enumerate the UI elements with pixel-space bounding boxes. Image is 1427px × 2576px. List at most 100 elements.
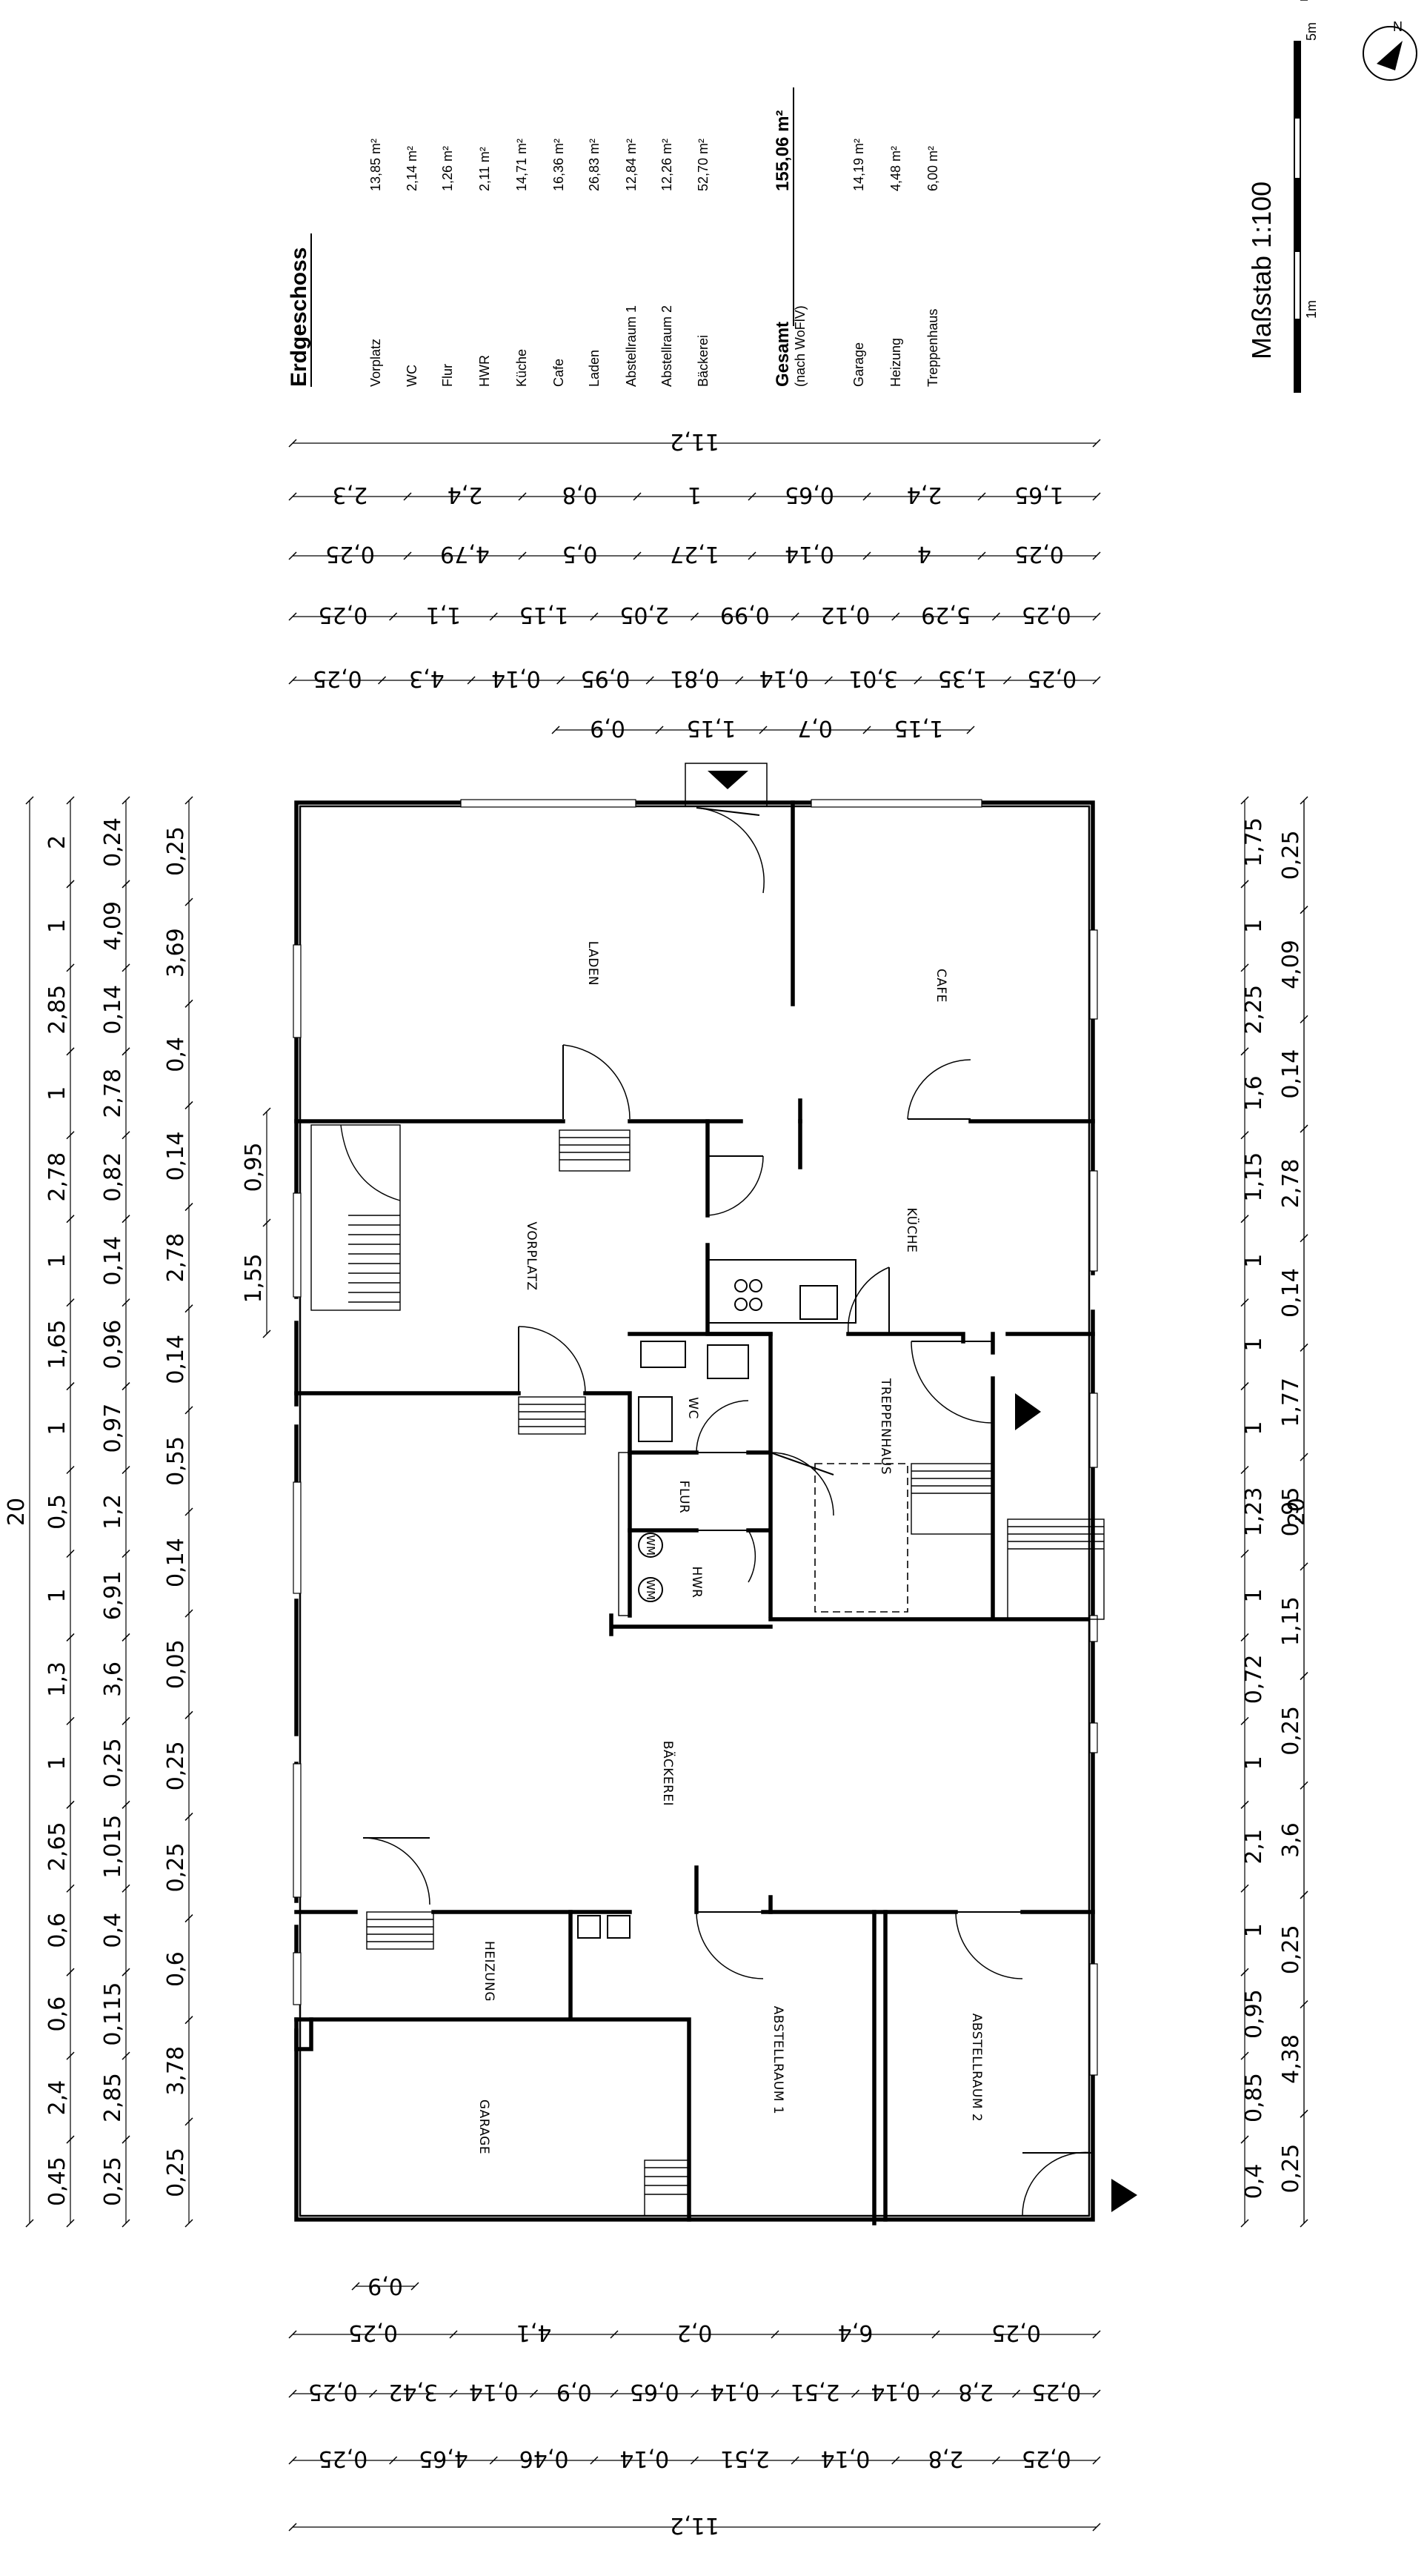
dimension-label: 0,82 (100, 1152, 126, 1202)
stairs (310, 1124, 1105, 2217)
windows (293, 799, 1098, 2076)
dimension-label: 0,25 (100, 1738, 126, 1787)
dimension-label: 4,79 (440, 541, 490, 567)
legend-total-area: 155,06 m² (773, 110, 793, 191)
legend-room-name: Flur (440, 364, 455, 387)
legend-extra-name: Treppenhaus (925, 309, 940, 387)
dimension-label: 4,1 (516, 2320, 552, 2346)
legend-room-area: 1,26 m² (440, 146, 455, 191)
legend-room-name: Abstellraum 2 (659, 305, 674, 387)
entrance-arrow-icon (708, 771, 748, 789)
legend-room-name: Abstellraum 1 (624, 305, 639, 387)
dimension-label: 3,69 (163, 928, 189, 977)
dimension-label: 1,15 (519, 602, 569, 628)
dimension-label: 2,78 (100, 1069, 126, 1118)
dimension-label: 0,9 (367, 2273, 403, 2299)
dimension-label: 0,14 (469, 2379, 519, 2405)
legend-room-area: 14,71 m² (514, 139, 529, 191)
dimension-label: 3,01 (848, 665, 898, 691)
dimension-label: 2,4 (44, 2080, 70, 2116)
dimension-label: 0,25 (991, 2320, 1041, 2346)
dimension-label: 0,14 (871, 2379, 920, 2405)
dimension-label: 0,25 (163, 1843, 189, 1893)
dimension-label: 2 (44, 835, 70, 849)
dimension-label: 0,14 (100, 1236, 126, 1286)
outer-wall (294, 800, 1095, 2222)
legend-room-name: Laden (587, 350, 602, 387)
dimension-label: 1,27 (670, 541, 719, 567)
legend-room-name: Vorplatz (368, 339, 383, 387)
dimension-label: 0,2 (677, 2320, 713, 2346)
dimension-label: 0,25 (318, 2446, 367, 2472)
legend-extra-name: Heizung (888, 338, 903, 387)
dimension-label: 0,25 (100, 2157, 126, 2206)
dimension-label: 0,72 (1241, 1654, 1267, 1704)
dimension-label: 0,14 (1278, 1268, 1304, 1318)
dimension-label: 0,14 (100, 985, 126, 1035)
dimension-label: 1 (1241, 1421, 1267, 1435)
toilet-icon (638, 1396, 673, 1442)
room-label-kueche: KÜCHE (904, 1207, 920, 1252)
dimension-label: 1,75 (1241, 817, 1267, 867)
washing-machine-icon (638, 1577, 663, 1602)
dimension-label: 1,015 (100, 1815, 126, 1879)
dimension-label: 1,77 (1278, 1378, 1304, 1427)
dimension-label: 1,3 (44, 1662, 70, 1697)
dimension-label: 1 (44, 919, 70, 933)
north-label: N (1393, 19, 1403, 34)
dimension-label: 0,25 (1022, 2446, 1071, 2472)
legend-extra-name: Garage (851, 342, 866, 387)
room-label-wm: WM (644, 1535, 657, 1556)
dimension-label: 0,14 (491, 665, 541, 691)
dimension-label: 6,4 (838, 2320, 874, 2346)
dimension-label: 0,14 (163, 1132, 189, 1181)
dimension-label: 4,3 (409, 665, 445, 691)
room-label-cafe: CAFE (934, 969, 948, 1003)
dimension-label: 0,95 (1241, 1989, 1267, 2039)
dimension-label: 0,12 (821, 602, 871, 628)
dimension-label: 2,85 (44, 985, 70, 1035)
dimension-label: 0,25 (318, 602, 367, 628)
dimension-label: 0,6 (44, 1913, 70, 1948)
doors (362, 763, 1137, 2217)
dimension-label: 0,55 (163, 1436, 189, 1486)
legend-room-area: 2,14 m² (405, 146, 419, 191)
dimension-label: 0,14 (163, 1538, 189, 1587)
dimension-label: 3,6 (100, 1662, 126, 1697)
dimension-label: 11,2 (670, 2512, 719, 2538)
dimension-label: 2,51 (791, 2379, 840, 2405)
dimension-label: 2,51 (720, 2446, 770, 2472)
room-label-abstellraum2: ABSTELLRAUM 2 (969, 2014, 984, 2122)
dimension-label: 0,25 (163, 1741, 189, 1790)
dimension-label: 3,42 (388, 2379, 438, 2405)
dimension-label: 1 (1241, 1588, 1267, 1602)
dimension-label: 0,25 (1278, 2144, 1304, 2194)
dimension-label: 1 (44, 1421, 70, 1435)
dimension-label: 0,25 (325, 541, 375, 567)
dimension-label: 1 (44, 1254, 70, 1268)
dimension-label: 2,78 (1278, 1159, 1304, 1209)
dimension-label: 0,4 (163, 1037, 189, 1072)
room-label-vorplatz: VORPLATZ (524, 1222, 539, 1291)
room-label-treppenhaus: TREPPENHAUS (878, 1378, 893, 1475)
dimension-label: 2,05 (619, 602, 669, 628)
washbasin-icon (707, 1344, 749, 1379)
dimension-label: 2,25 (1241, 985, 1267, 1035)
dimension-label: 1,23 (1241, 1487, 1267, 1537)
legend-room-name: Bäckerei (696, 335, 711, 387)
dimension-label: 0,25 (1278, 830, 1304, 880)
sink-icon (640, 1341, 686, 1368)
dimension-label: 0,25 (308, 2379, 358, 2405)
legend-room-area: 12,26 m² (659, 139, 674, 191)
dimension-label: 0,25 (348, 2320, 398, 2346)
dimension-label: 0,46 (519, 2446, 569, 2472)
dimension-label: 3,6 (1278, 1822, 1304, 1858)
dimension-label: 0,24 (100, 817, 126, 867)
dimension-label: 0,25 (1022, 602, 1071, 628)
dimension-label: 0,14 (821, 2446, 871, 2472)
dimension-label: 0,4 (1241, 2164, 1267, 2200)
legend-title: Erdgeschoss (287, 248, 311, 387)
chimney-icon (607, 1915, 631, 1939)
sink-icon (799, 1285, 838, 1320)
